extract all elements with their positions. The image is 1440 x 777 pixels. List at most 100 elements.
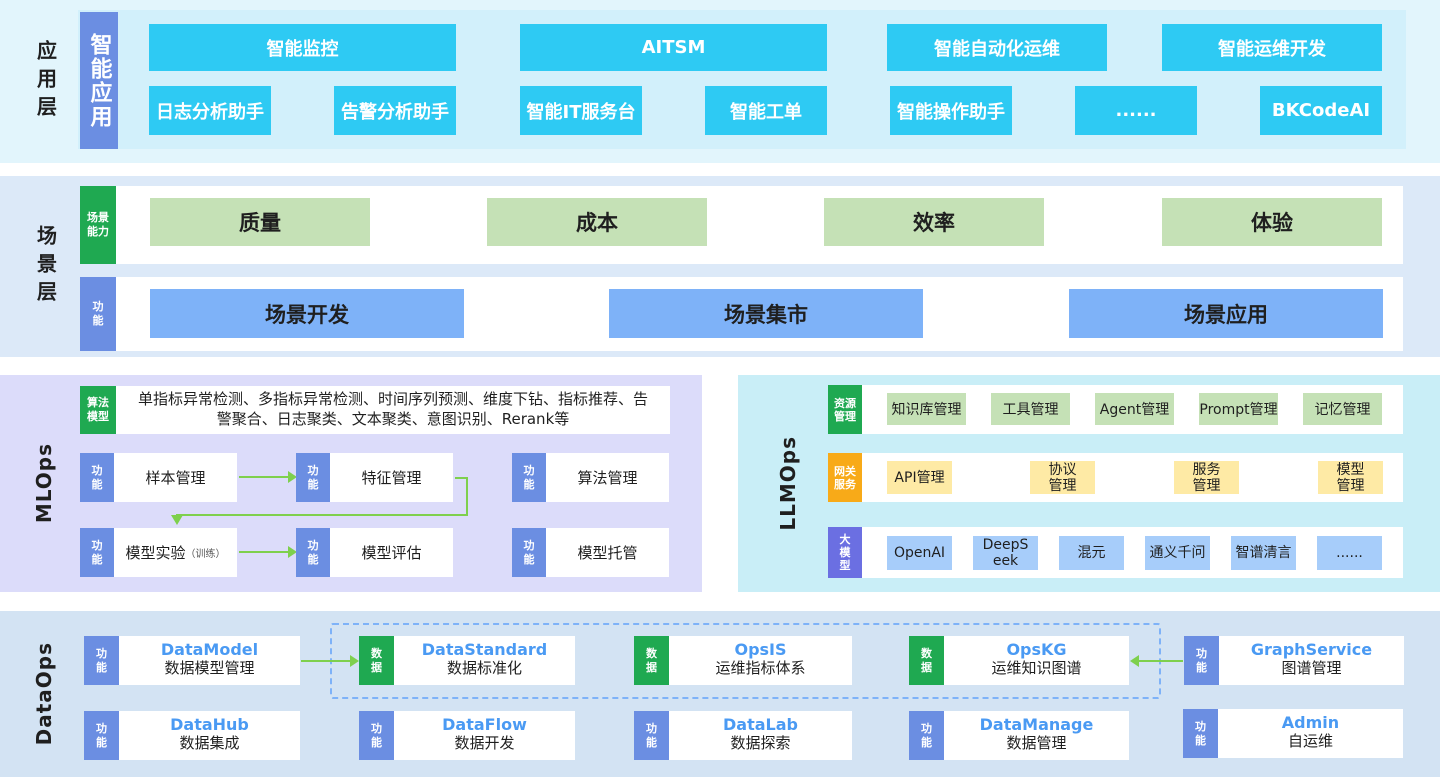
- datahub-card[interactable]: [84, 711, 300, 760]
- feature-mgmt-label: 特征管理: [361, 469, 422, 487]
- app-smart-devops[interactable]: 智能运维开发: [1162, 24, 1382, 71]
- service-mgmt[interactable]: 服务管理: [1174, 461, 1239, 494]
- app-more[interactable]: ......: [1075, 86, 1197, 135]
- func-tag: 功能: [1184, 636, 1219, 685]
- arrow-head-icon: [288, 471, 297, 483]
- connector-line: [455, 477, 468, 479]
- protocol-mgmt[interactable]: 协议管理: [1030, 461, 1095, 494]
- model-openai[interactable]: OpenAI: [887, 536, 952, 570]
- model-tongyi[interactable]: 通义千问: [1145, 536, 1210, 570]
- app-smart-ticket[interactable]: 智能工单: [705, 86, 827, 135]
- arrow-line: [239, 551, 289, 553]
- scene-function-tag: 功能: [80, 277, 116, 351]
- graphservice-card[interactable]: [1184, 636, 1404, 685]
- datamodel-label: DataModel 数据模型管理: [160, 640, 259, 677]
- arrow-head-icon: [288, 546, 297, 558]
- func-tag: 功能: [80, 528, 114, 577]
- func-tag: 功能: [909, 711, 944, 760]
- datalab-label: DataLab 数据探索: [723, 715, 798, 752]
- model-eval-label: 模型评估: [361, 544, 422, 562]
- arrow-line: [301, 660, 351, 662]
- app-it-helpdesk[interactable]: 智能IT服务台: [520, 86, 642, 135]
- datastandard-card[interactable]: [359, 636, 575, 685]
- llmops-title: LLMOps: [776, 436, 800, 531]
- admin-card[interactable]: [1183, 709, 1403, 758]
- graphservice-label: GraphService 图谱管理: [1250, 640, 1373, 677]
- app-smart-monitor[interactable]: 智能监控: [149, 24, 456, 71]
- func-tag: 功能: [359, 711, 394, 760]
- model-more[interactable]: ......: [1317, 536, 1382, 570]
- algo-model-text: 单指标异常检测、多指标异常检测、时间序列预测、维度下钻、指标推荐、告 警聚合、日…: [137, 390, 648, 428]
- capability-cost[interactable]: 成本: [487, 198, 707, 246]
- datastandard-label: DataStandard 数据标准化: [421, 640, 548, 677]
- knowledge-base-mgmt[interactable]: 知识库管理: [887, 393, 966, 425]
- app-aitsm[interactable]: AITSM: [520, 24, 827, 71]
- opskg-card[interactable]: [909, 636, 1129, 685]
- sample-mgmt-label: 样本管理: [145, 469, 206, 487]
- connector-line: [176, 514, 468, 516]
- dataops-title: DataOps: [32, 642, 56, 746]
- function-scene-dev[interactable]: 场景开发: [150, 289, 464, 338]
- func-tag: 功能: [1183, 709, 1218, 758]
- datamanage-card[interactable]: [909, 711, 1129, 760]
- data-tag: 数据: [909, 636, 944, 685]
- datahub-label: DataHub 数据集成: [170, 715, 249, 752]
- func-tag: 功能: [296, 453, 330, 502]
- model-hosting-label: 模型托管: [577, 544, 638, 562]
- app-smart-automation[interactable]: 智能自动化运维: [887, 24, 1107, 71]
- admin-label: Admin 自运维: [1281, 713, 1340, 750]
- algo-mgmt-label: 算法管理: [577, 469, 638, 487]
- capability-quality[interactable]: 质量: [150, 198, 370, 246]
- func-tag: 功能: [80, 453, 114, 502]
- app-layer-title: 应用层: [33, 39, 58, 124]
- agent-mgmt[interactable]: Agent管理: [1095, 393, 1174, 425]
- model-hunyuan[interactable]: 混元: [1059, 536, 1124, 570]
- algo-model-tag: 算法模型: [80, 386, 116, 434]
- big-model-tag: 大模型: [828, 527, 862, 578]
- datamodel-card[interactable]: [84, 636, 300, 685]
- datalab-card[interactable]: [634, 711, 852, 760]
- opsis-card[interactable]: [634, 636, 852, 685]
- smart-app-side-label: 智能应用: [80, 12, 118, 149]
- tool-mgmt[interactable]: 工具管理: [991, 393, 1070, 425]
- data-tag: 数据: [359, 636, 394, 685]
- dataflow-card[interactable]: [359, 711, 575, 760]
- model-mgmt[interactable]: 模型管理: [1318, 461, 1383, 494]
- app-bkcodeai[interactable]: BKCodeAI: [1260, 86, 1382, 135]
- app-alarm-assistant[interactable]: 告警分析助手: [334, 86, 456, 135]
- func-tag: 功能: [84, 711, 119, 760]
- function-scene-app[interactable]: 场景应用: [1069, 289, 1383, 338]
- api-mgmt[interactable]: API管理: [887, 461, 952, 494]
- arrow-head-icon: [1130, 655, 1139, 667]
- capability-efficiency[interactable]: 效率: [824, 198, 1044, 246]
- function-scene-market[interactable]: 场景集市: [609, 289, 923, 338]
- arrow-head-icon: [171, 515, 183, 525]
- model-zhipu[interactable]: 智谱清言: [1231, 536, 1296, 570]
- opsis-label: OpsIS 运维指标体系: [715, 640, 806, 677]
- app-operation-assistant[interactable]: 智能操作助手: [890, 86, 1012, 135]
- prompt-mgmt[interactable]: Prompt管理: [1199, 393, 1278, 425]
- func-tag: 功能: [512, 528, 546, 577]
- resource-mgmt-tag: 资源管理: [828, 385, 862, 434]
- model-experiment-label: 模型实验（训练）: [125, 544, 226, 562]
- scene-layer-title: 场景层: [33, 224, 58, 309]
- datamanage-label: DataManage 数据管理: [979, 715, 1094, 752]
- gateway-service-tag: 网关服务: [828, 453, 862, 502]
- app-log-assistant[interactable]: 日志分析助手: [149, 86, 271, 135]
- algo-model-row: [80, 386, 670, 434]
- func-tag: 功能: [512, 453, 546, 502]
- scene-capability-tag: 场景能力: [80, 186, 116, 264]
- connector-line: [466, 477, 468, 516]
- func-tag: 功能: [296, 528, 330, 577]
- arrow-line: [1139, 660, 1183, 662]
- capability-experience[interactable]: 体验: [1162, 198, 1382, 246]
- dataflow-label: DataFlow 数据开发: [442, 715, 527, 752]
- model-deepseek[interactable]: DeepSeek: [973, 536, 1038, 570]
- memory-mgmt[interactable]: 记忆管理: [1303, 393, 1382, 425]
- arrow-line: [239, 476, 289, 478]
- arrow-head-icon: [350, 655, 359, 667]
- data-tag: 数据: [634, 636, 669, 685]
- opskg-label: OpsKG 运维知识图谱: [991, 640, 1082, 677]
- mlops-title: MLOps: [32, 443, 56, 524]
- func-tag: 功能: [84, 636, 119, 685]
